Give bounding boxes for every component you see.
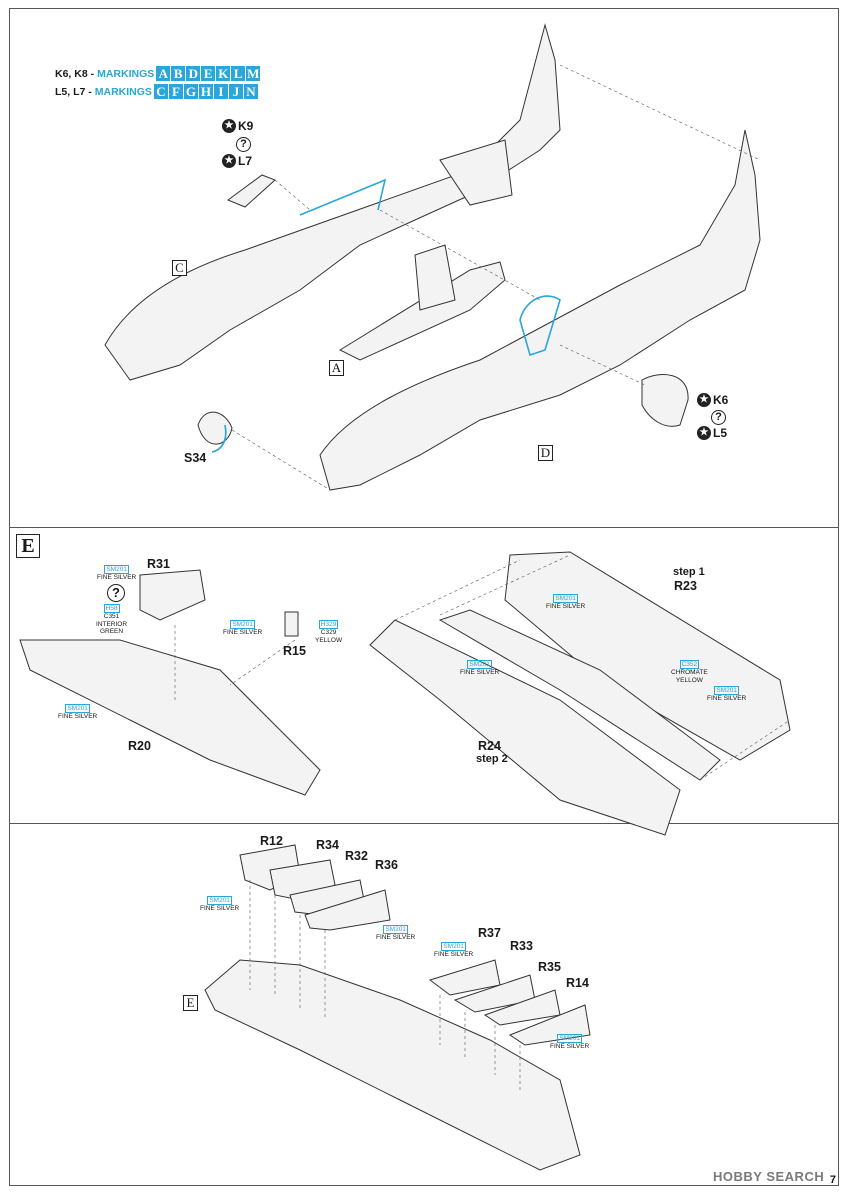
part-s34-label: S34 [184,451,207,465]
markings-row-2-word: MARKINGS [94,85,152,98]
part-r23-label: R23 [674,579,697,593]
paint-callout: H329 C329 YELLOW [315,620,343,644]
part-r20-label: R20 [128,739,151,753]
gear-plate [197,411,233,445]
cockpit-tub [338,261,506,361]
section-e-ref: E [183,995,198,1011]
part-r32-label: R32 [345,849,368,863]
panel-divider-2 [9,823,839,824]
paint-callout: SM201 FINE SILVER [434,942,474,958]
variant-k9: ★ K9 [222,119,253,133]
paint-callout: SM201 FINE SILVER [376,925,416,941]
part-r36 [304,889,391,931]
section-e-label: E [16,534,40,558]
marking-letter: C [153,84,168,99]
panel-divider-1 [9,527,839,528]
marking-letter: F [168,84,183,99]
floor-assembly [204,959,581,1171]
star-icon: ★ [697,426,711,440]
part-r15 [284,611,299,637]
watermark: HOBBY SEARCH [713,1169,825,1184]
fuselage-right-half [319,129,761,491]
paint-callout: SM201 FINE SILVER [550,1034,590,1050]
variant-l7: ★ L7 [222,154,252,168]
star-icon: ★ [697,393,711,407]
paint-callout: SM201 FINE SILVER [707,686,747,702]
bulkhead-r31 [139,569,206,621]
markings-row-2-prefix: L5, L7 - [55,85,92,98]
windscreen-part [226,174,276,208]
part-r14 [508,1004,591,1046]
marking-letter: M [246,66,261,81]
markings-row-1-prefix: K6, K8 - [55,67,95,80]
marking-letter: H [198,84,213,99]
marking-letter: N [243,84,258,99]
question-icon: ? [711,410,726,425]
instruction-sheet [9,8,839,1186]
side-r23 [504,551,791,761]
paint-callout: SM201 FINE SILVER [460,660,500,676]
part-r33-label: R33 [510,939,533,953]
subassembly-c: C [172,260,187,276]
part-r34-label: R34 [316,838,339,852]
star-icon: ★ [222,119,236,133]
side-r24 [369,619,681,836]
floor-r20 [19,639,321,796]
fuselage-left-half [104,23,561,381]
paint-callout: SM201 FINE SILVER [97,565,137,581]
question-mark-r31: ? [107,584,125,602]
paint-callout: SM201 FINE SILVER [58,704,98,720]
variant-question-bottom: ? [711,410,726,425]
question-icon: ? [107,584,125,602]
markings-row-1-word: MARKINGS [97,67,155,80]
marking-letter: A [156,66,171,81]
marking-letter: K [216,66,231,81]
part-r31-label: R31 [147,557,170,571]
marking-letter: J [228,84,243,99]
armor-plate [641,374,689,427]
marking-letter: B [171,66,186,81]
paint-callout: C352 CHROMATE YELLOW [671,660,708,684]
step-1-label: step 1 [673,566,705,578]
part-r35-label: R35 [538,960,561,974]
star-icon: ★ [222,154,236,168]
part-r12-label: R12 [260,834,283,848]
question-icon: ? [236,137,251,152]
variant-l5: ★ L5 [697,426,727,440]
marking-letter: D [186,66,201,81]
variant-question-top: ? [236,137,251,152]
subassembly-d: D [538,445,553,461]
part-r15-label: R15 [283,644,306,658]
paint-callout: H58 C351 INTERIOR GREEN [96,604,128,635]
step-2-label: step 2 [476,753,508,765]
marking-letter: E [201,66,216,81]
paint-callout: SM201 FINE SILVER [223,620,263,636]
part-r36-label: R36 [375,858,398,872]
variant-k6: ★ K6 [697,393,728,407]
part-r37-label: R37 [478,926,501,940]
page-number: 7 [829,1174,836,1186]
marking-letter: G [183,84,198,99]
part-r14-label: R14 [566,976,589,990]
part-r24-label: R24 [478,739,501,753]
paint-callout: SM201 FINE SILVER [546,594,586,610]
marking-letter: I [213,84,228,99]
markings-row-1: K6, K8 - MARKINGS A B D E K L M [55,66,261,81]
paint-callout: SM201 FINE SILVER [200,896,240,912]
subassembly-a: A [329,360,344,376]
markings-row-2: L5, L7 - MARKINGS C F G H I J N [55,84,259,99]
marking-letter: L [231,66,246,81]
